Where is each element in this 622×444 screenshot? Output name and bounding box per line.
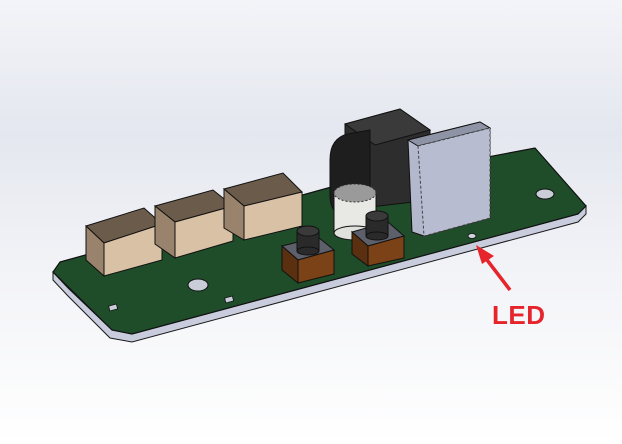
mounting-hole-1 (187, 278, 209, 292)
relay-3 (222, 172, 303, 241)
relay-2 (153, 189, 235, 259)
smd-pad-2 (224, 295, 235, 304)
annotation-arrow (476, 245, 512, 292)
led-annotation-label: LED (492, 300, 546, 330)
relay-1 (85, 207, 163, 278)
push-button-1 (280, 225, 336, 285)
module-shield (406, 121, 492, 237)
led-component (467, 233, 477, 239)
push-button-2 (350, 210, 406, 267)
mounting-hole-2 (535, 188, 555, 200)
smd-pad-1 (108, 303, 119, 312)
